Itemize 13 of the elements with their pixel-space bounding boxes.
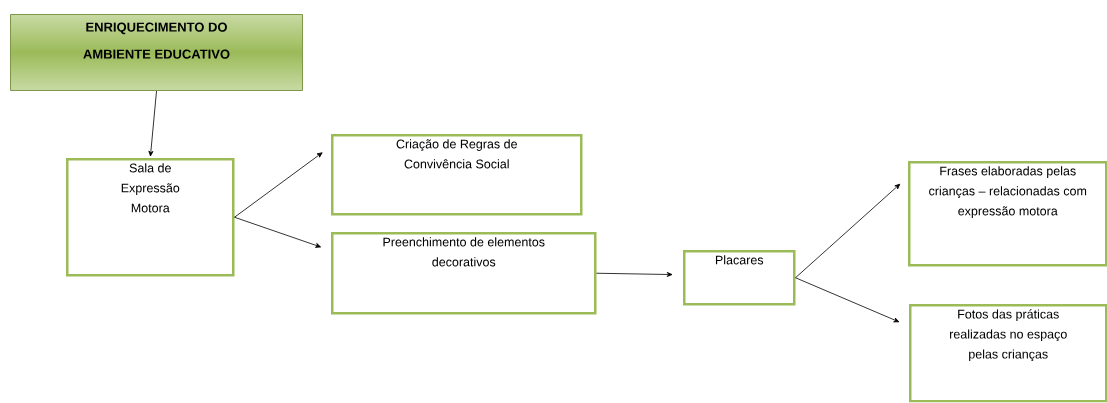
process-box: Preenchimento de elementos decorativos [331,232,597,315]
process-box: Criação de Regras de Convivência Social [331,134,583,216]
arrow [148,90,157,157]
arrow [596,272,673,277]
process-box: Placares [683,250,796,306]
arrow [795,277,900,323]
process-box: Sala de Expressão Motora [66,158,235,277]
title-box: ENRIQUECIMENTO DO AMBIENTE EDUCATIVO [10,14,303,91]
process-box: Fotos das práticas realizadas no espaço pelas crianças [909,304,1107,403]
arrow [234,216,321,248]
arrow [795,183,901,279]
arrow [234,152,323,218]
process-box: Frases elaboradas pelas crianças – relacionadas com expressão motora [908,161,1107,267]
